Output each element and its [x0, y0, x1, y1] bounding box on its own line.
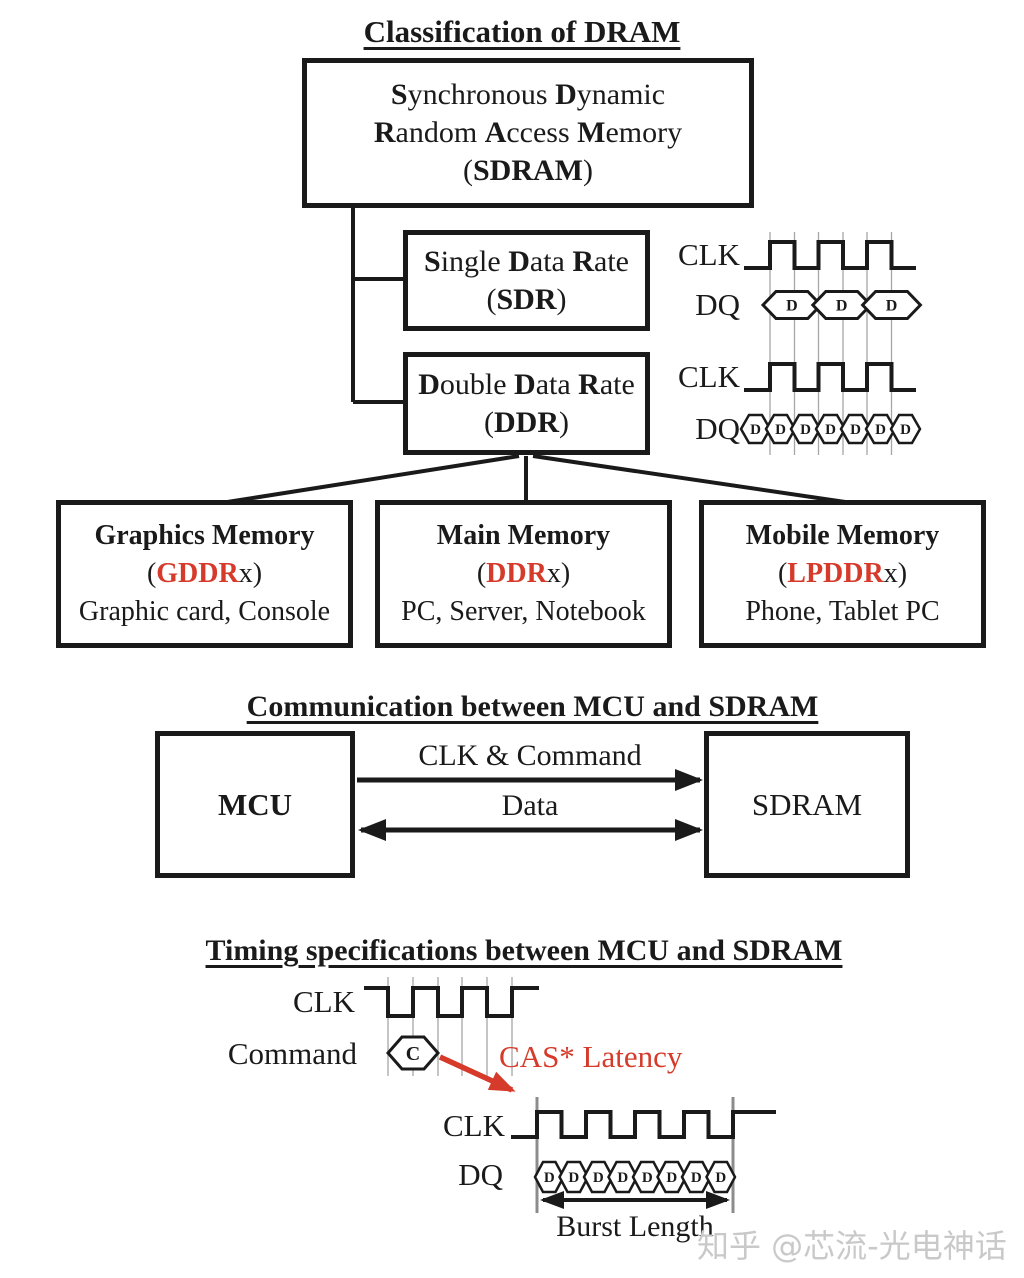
data-bus-label: Data: [501, 789, 559, 822]
data-cell-label: D: [900, 422, 911, 438]
category-name: Mobile Memory: [745, 520, 940, 551]
data-cell-label: D: [886, 298, 898, 315]
sdram-line2: Random Access Memory: [373, 116, 683, 149]
data-cell-label: D: [750, 422, 761, 438]
sdr-ddr-gridlines: [769, 232, 893, 455]
sdr-clk-waveform: [744, 240, 916, 270]
data-cell-label: D: [593, 1170, 604, 1186]
mcu-box: MCU: [155, 731, 355, 878]
burst-clk-waveform: [511, 1110, 776, 1139]
data-cell-label: D: [691, 1170, 702, 1186]
data-cell-label: D: [850, 422, 861, 438]
graphics-memory-box: Graphics Memory (GDDRx) Graphic card, Co…: [56, 500, 353, 648]
ddr-tree-connectors: [220, 454, 853, 505]
ddr-box: Double Data Rate (DDR): [403, 352, 650, 455]
timing-clk2-label: CLK: [443, 1108, 505, 1143]
sdram-line1: Synchronous Dynamic: [390, 78, 666, 111]
data-cell-label: D: [875, 422, 886, 438]
data-cell-label: D: [568, 1170, 579, 1186]
sdram-box: Synchronous Dynamic Random Access Memory…: [302, 58, 754, 208]
command-cell: C: [386, 1035, 440, 1071]
ddr-clk-label: CLK: [678, 359, 740, 394]
data-cell-label: D: [544, 1170, 555, 1186]
data-cell-label: D: [825, 422, 836, 438]
category-name: Main Memory: [436, 520, 611, 551]
data-cell-label: D: [786, 298, 798, 315]
timing-clk1-label: CLK: [293, 984, 355, 1019]
sdram-line3: (SDRAM): [463, 154, 593, 187]
sdr-dq-label: DQ: [695, 287, 740, 322]
category-type: (DDRx): [476, 558, 571, 589]
command-label: Command: [227, 1036, 357, 1071]
category-devices: Graphic card, Console: [78, 596, 331, 627]
watermark: 知乎 @芯流-光电神话: [697, 1227, 1007, 1265]
ddr-clk-waveform: [744, 362, 916, 392]
data-cell-label: D: [775, 422, 786, 438]
data-cell-label: D: [715, 1170, 726, 1186]
classification-title: Classification of DRAM: [363, 14, 681, 49]
mcu-label: MCU: [217, 786, 293, 822]
communication-title: Communication between MCU and SDRAM: [246, 690, 819, 723]
data-cell-hex: [889, 413, 922, 445]
sdr-line2: (SDR): [486, 282, 567, 316]
main-memory-box: Main Memory (DDRx) PC, Server, Notebook: [375, 500, 672, 648]
data-cell-label: C: [406, 1043, 420, 1065]
data-cell-label: D: [800, 422, 811, 438]
clk-command-bus-label: CLK & Command: [418, 739, 642, 772]
data-cell-label: D: [666, 1170, 677, 1186]
sdr-clk-label: CLK: [678, 237, 740, 272]
data-cell-hex: [860, 290, 923, 320]
category-type: (LPDDRx): [777, 558, 908, 589]
data-cell-label: D: [836, 298, 848, 315]
ddr-line2: (DDR): [484, 405, 569, 439]
command-clk-waveform: [364, 986, 539, 1018]
sdram-chip-box: SDRAM: [704, 731, 910, 878]
burst-length-label: Burst Length: [556, 1210, 714, 1243]
sdr-box: Single Data Rate (SDR): [403, 230, 650, 331]
sdram-chip-label: SDRAM: [751, 786, 863, 822]
command-gridlines: [387, 977, 513, 1076]
cas-latency-arrow: [438, 1054, 516, 1093]
category-devices: PC, Server, Notebook: [401, 596, 646, 627]
cas-latency-label: CAS* Latency: [499, 1039, 683, 1074]
sdr-line1: Single Data Rate: [424, 244, 629, 278]
data-cell-label: D: [642, 1170, 653, 1186]
data-cell-label: D: [617, 1170, 628, 1186]
data-cell-hex: [386, 1035, 440, 1071]
category-name: Graphics Memory: [94, 520, 315, 551]
ddr-line1: Double Data Rate: [418, 367, 635, 401]
mobile-memory-box: Mobile Memory (LPDDRx) Phone, Tablet PC: [699, 500, 986, 648]
timing-title: Timing specifications between MCU and SD…: [205, 934, 843, 967]
category-devices: Phone, Tablet PC: [745, 596, 940, 627]
ddr-dq-label: DQ: [695, 411, 740, 446]
category-type: (GDDRx): [146, 558, 263, 589]
timing-dq-label: DQ: [458, 1157, 503, 1192]
sdram-tree-connector: [351, 208, 404, 404]
